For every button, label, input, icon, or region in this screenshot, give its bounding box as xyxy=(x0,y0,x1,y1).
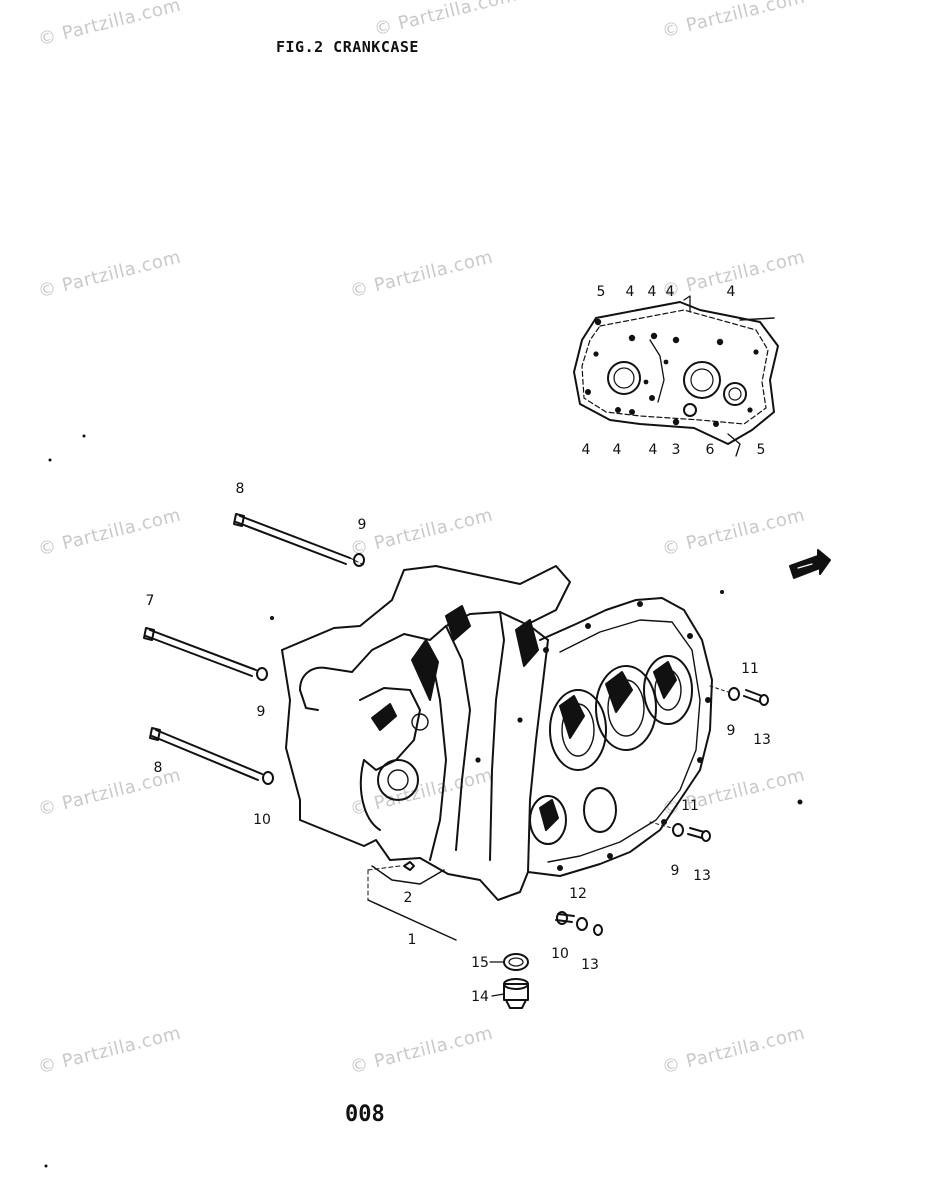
callout-6: 6 xyxy=(705,442,715,458)
crankcase-assembly xyxy=(281,565,713,901)
seal-15 xyxy=(503,953,529,971)
stud-bolt-8-lower xyxy=(149,727,263,781)
bolt-group-lower xyxy=(555,911,603,936)
washer-9 xyxy=(256,667,268,681)
bolt-group-upper xyxy=(709,685,769,706)
callout-14: 14 xyxy=(471,989,489,1005)
callout-4: 4 xyxy=(665,284,675,300)
washer-10 xyxy=(262,771,274,785)
bolt-group-middle xyxy=(649,821,711,842)
callout-13: 13 xyxy=(753,732,771,748)
callout-8: 8 xyxy=(153,760,163,776)
callout-2: 2 xyxy=(403,890,413,906)
callout-10: 10 xyxy=(551,946,569,962)
stud-bolt-7 xyxy=(143,627,257,677)
callout-9: 9 xyxy=(670,863,680,879)
callout-1: 1 xyxy=(407,932,417,948)
callout-13: 13 xyxy=(581,957,599,973)
page-number: 008 xyxy=(345,1102,385,1127)
washer-9-upper xyxy=(353,553,365,567)
callout-11: 11 xyxy=(681,798,699,814)
callout-7: 7 xyxy=(145,593,155,609)
inset-crankcase-view xyxy=(573,295,779,457)
callout-9: 9 xyxy=(357,517,367,533)
callout-3: 3 xyxy=(671,442,681,458)
callout-10: 10 xyxy=(253,812,271,828)
callout-9: 9 xyxy=(256,704,266,720)
callout-8: 8 xyxy=(235,481,245,497)
callout-5: 5 xyxy=(756,442,766,458)
stud-bolt-8-upper xyxy=(233,513,367,567)
forward-arrow-icon xyxy=(789,549,831,579)
callout-12: 12 xyxy=(569,886,587,902)
callout-13: 13 xyxy=(693,868,711,884)
callout-11: 11 xyxy=(741,661,759,677)
plug-14 xyxy=(491,978,529,1009)
callout-4: 4 xyxy=(648,442,658,458)
figure-title: FIG.2 CRANKCASE xyxy=(276,38,419,56)
callout-4: 4 xyxy=(581,442,591,458)
callout-9: 9 xyxy=(726,723,736,739)
callout-4: 4 xyxy=(726,284,736,300)
callout-4: 4 xyxy=(612,442,622,458)
callout-4: 4 xyxy=(647,284,657,300)
callout-4: 4 xyxy=(625,284,635,300)
callout-5: 5 xyxy=(596,284,606,300)
callout-15: 15 xyxy=(471,955,489,971)
